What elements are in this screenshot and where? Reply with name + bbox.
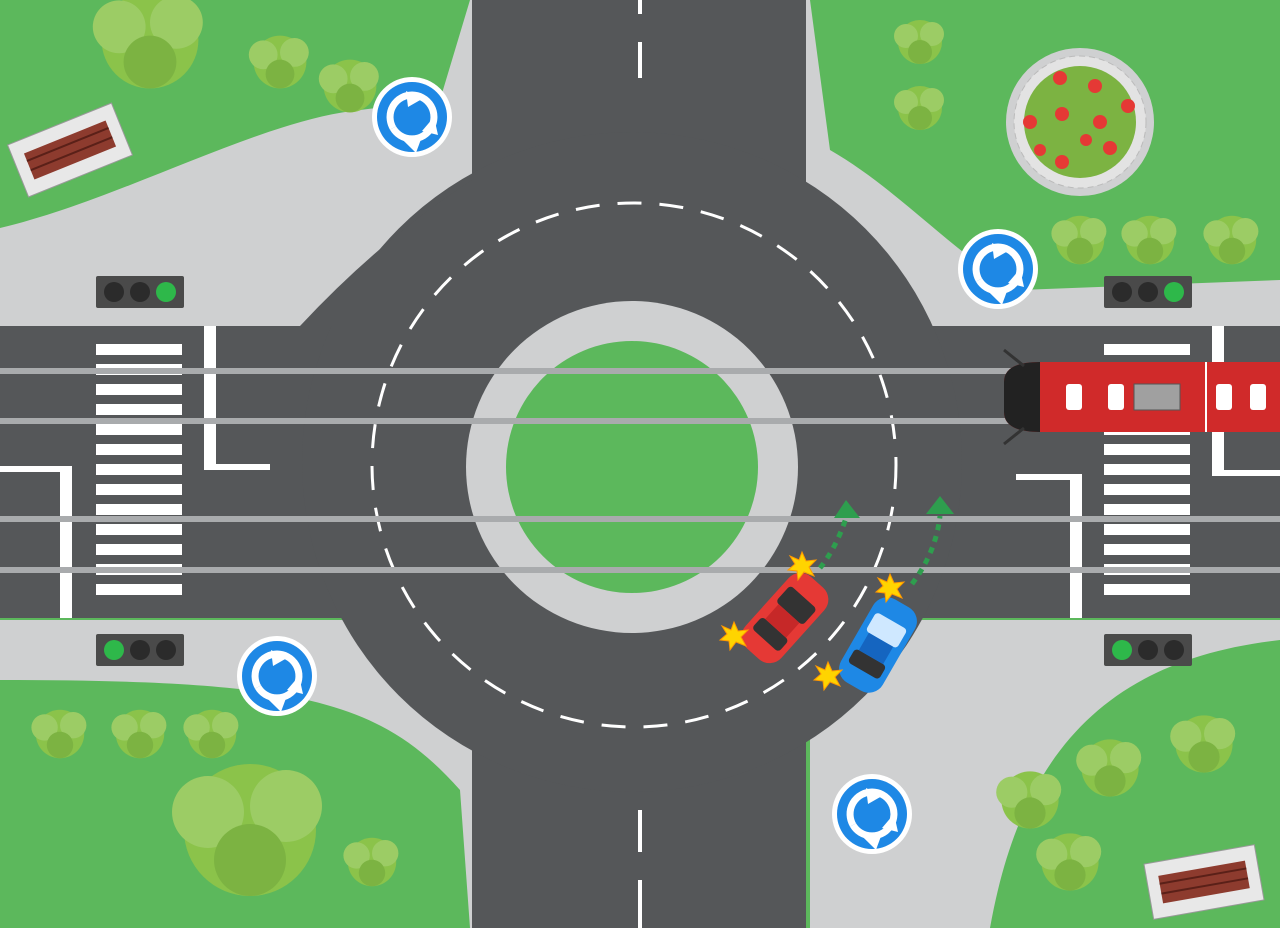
traffic-light-sw [96, 634, 184, 666]
bench-nw [6, 102, 134, 198]
crosswalk-stripe [96, 424, 182, 435]
dotted-arrow-icon [909, 496, 954, 586]
crosswalk-stripe [1104, 344, 1190, 355]
crosswalk-stripe [1104, 464, 1190, 475]
roundabout-sign-icon [237, 636, 317, 716]
crosswalk-stripe [1104, 444, 1190, 455]
crosswalk-stripe [96, 484, 182, 495]
traffic-light-ne [1104, 276, 1192, 308]
crosswalk-stripe [96, 524, 182, 535]
inner-lane-marking [370, 201, 898, 729]
crosswalk-stripe [96, 464, 182, 475]
flower-bed [1006, 48, 1154, 196]
tram-icon [1003, 348, 1280, 446]
crosswalk-stripe [96, 544, 182, 555]
crosswalk-stripe [96, 384, 182, 395]
crosswalk-stripe [96, 584, 182, 595]
crosswalk-stripe [96, 404, 182, 415]
crosswalk-stripe [1104, 484, 1190, 495]
crosswalk-stripe [96, 504, 182, 515]
stop-lines [0, 326, 1280, 618]
bench-se [1143, 844, 1265, 920]
roundabout-sign-icon [958, 229, 1038, 309]
traffic-light-nw [96, 276, 184, 308]
crosswalk-stripe [1104, 524, 1190, 535]
central-island [466, 301, 798, 633]
crosswalk-stripe [96, 444, 182, 455]
crosswalk-stripe [96, 344, 182, 355]
crosswalk-stripe [1104, 584, 1190, 595]
crosswalk-stripe [1104, 504, 1190, 515]
blue-car-icon [839, 597, 917, 693]
crosswalk-stripe [1104, 544, 1190, 555]
traffic-light-se [1104, 634, 1192, 666]
dotted-arrow-icon [818, 500, 860, 570]
roundabout-sign-icon [372, 77, 452, 157]
red-car-icon [741, 572, 829, 664]
roundabout-sign-icon [832, 774, 912, 854]
